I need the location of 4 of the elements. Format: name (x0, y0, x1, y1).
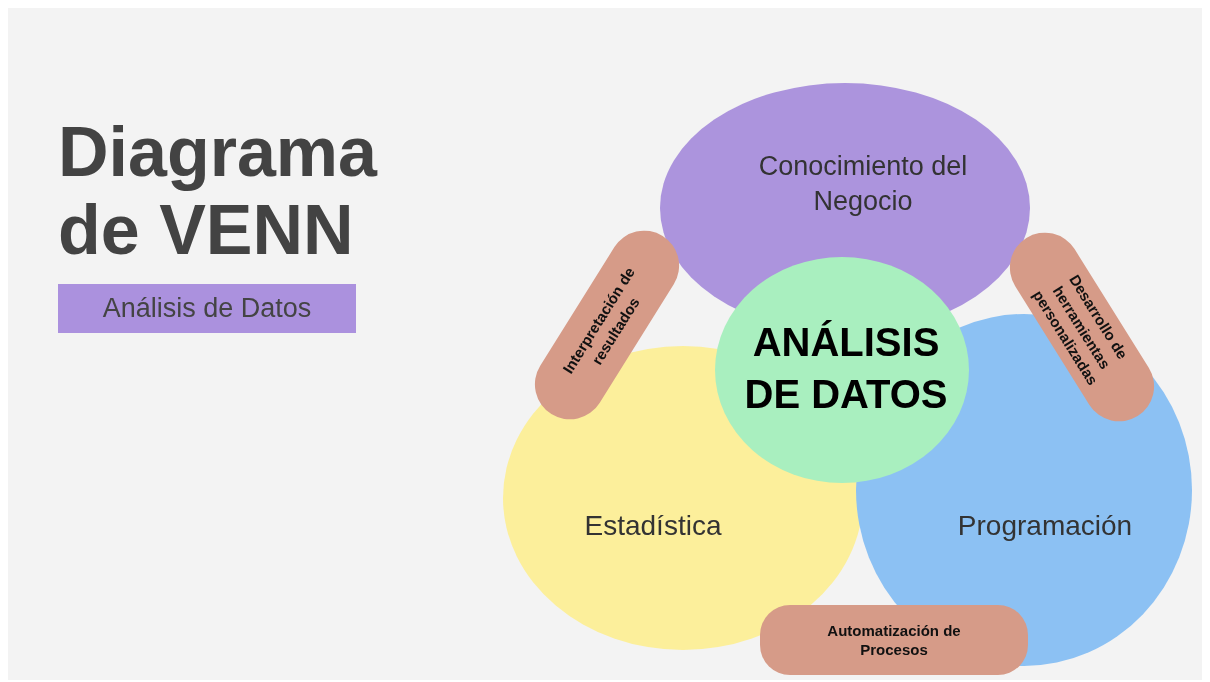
set-label: Estadística (553, 508, 753, 545)
title: Diagrama de VENN (58, 113, 379, 269)
set-label: Programación (920, 508, 1170, 545)
tag-label: Análisis de Datos (58, 283, 356, 333)
